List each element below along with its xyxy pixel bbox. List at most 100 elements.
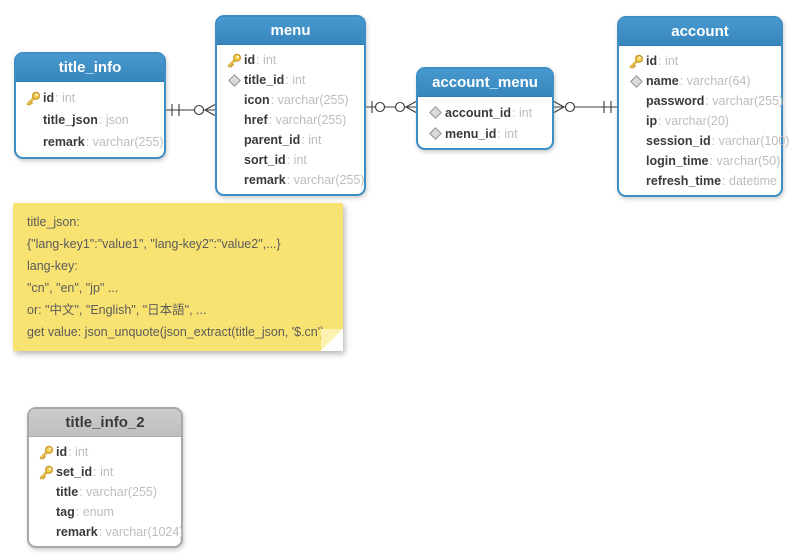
primary-key-icon bbox=[37, 445, 56, 460]
primary-key-icon bbox=[39, 445, 54, 459]
field-row-remark[interactable]: remark: varchar(1024) bbox=[29, 522, 184, 542]
field-name: tag bbox=[56, 505, 75, 519]
sticky-note[interactable]: title_json: {"lang-key1":"value1", "lang-… bbox=[13, 203, 343, 351]
field-row-title_json[interactable]: title_json: json bbox=[16, 109, 164, 131]
field-name: icon bbox=[244, 93, 270, 107]
no-icon-spacer bbox=[627, 94, 646, 109]
primary-key-icon bbox=[39, 465, 54, 479]
field-name: href bbox=[244, 113, 268, 127]
field-name: set_id bbox=[56, 465, 93, 479]
field-type: : varchar(50) bbox=[709, 154, 781, 168]
field-row-account_id[interactable]: account_id: int bbox=[418, 102, 552, 123]
field-type: : int bbox=[301, 133, 322, 147]
entity-title[interactable]: menu bbox=[217, 17, 364, 45]
relationship-account_menu-account[interactable] bbox=[553, 101, 617, 113]
relationship-menu-account_menu[interactable] bbox=[366, 101, 417, 113]
sticky-note-line: title_json: bbox=[27, 215, 80, 229]
field-row-session_id[interactable]: session_id: varchar(100) bbox=[619, 131, 789, 151]
field-row-set_id[interactable]: set_id: int bbox=[29, 462, 181, 482]
field-row-id[interactable]: id: int bbox=[217, 50, 364, 70]
field-name: menu_id bbox=[445, 126, 497, 141]
sticky-note-line: get value: json_unquote(json_extract(tit… bbox=[27, 325, 325, 339]
field-name: remark bbox=[43, 135, 85, 149]
field-name: sort_id bbox=[244, 153, 286, 167]
sticky-note-line: {"lang-key1":"value1", "lang-key2":"valu… bbox=[27, 237, 281, 251]
field-type: : int bbox=[93, 465, 114, 479]
no-icon-spacer bbox=[627, 174, 646, 189]
field-row-ip[interactable]: ip: varchar(20) bbox=[619, 111, 781, 131]
field-name: title bbox=[56, 485, 79, 499]
field-row-href[interactable]: href: varchar(255) bbox=[217, 110, 364, 130]
field-name: id bbox=[56, 445, 68, 459]
field-row-title[interactable]: title: varchar(255) bbox=[29, 482, 181, 502]
entity-title[interactable]: account_menu bbox=[418, 69, 552, 97]
sticky-note-line: lang-key: bbox=[27, 259, 78, 273]
field-row-title_id[interactable]: title_id: int bbox=[217, 70, 364, 90]
foreign-key-icon bbox=[426, 126, 445, 141]
field-row-id[interactable]: id: int bbox=[16, 87, 164, 109]
note-folded-corner bbox=[321, 329, 343, 351]
field-name: password bbox=[646, 94, 705, 108]
field-name: title_id bbox=[244, 73, 285, 87]
field-row-remark[interactable]: remark: varchar(255) bbox=[16, 131, 164, 153]
field-type: : int bbox=[497, 126, 518, 141]
no-icon-spacer bbox=[225, 173, 244, 188]
no-icon-spacer bbox=[627, 114, 646, 129]
field-type: : varchar(1024) bbox=[98, 525, 184, 539]
field-row-tag[interactable]: tag: enum bbox=[29, 502, 181, 522]
foreign-key-icon bbox=[429, 106, 442, 119]
field-row-menu_id[interactable]: menu_id: int bbox=[418, 123, 552, 144]
field-row-sort_id[interactable]: sort_id: int bbox=[217, 150, 364, 170]
field-row-name[interactable]: name: varchar(64) bbox=[619, 71, 781, 91]
field-type: : varchar(100) bbox=[711, 134, 790, 148]
field-type: : enum bbox=[75, 505, 114, 519]
field-row-password[interactable]: password: varchar(255) bbox=[619, 91, 783, 111]
field-name: id bbox=[43, 91, 55, 105]
primary-key-icon bbox=[26, 91, 41, 105]
entity-title[interactable]: title_info_2 bbox=[29, 409, 181, 437]
field-row-remark[interactable]: remark: varchar(255) bbox=[217, 170, 365, 190]
foreign-key-icon bbox=[630, 74, 643, 88]
relationship-title_info-menu[interactable] bbox=[166, 104, 216, 116]
no-icon-spacer bbox=[37, 505, 56, 520]
field-type: : datetime bbox=[722, 174, 777, 188]
no-icon-spacer bbox=[37, 485, 56, 500]
field-type: : int bbox=[68, 445, 89, 459]
no-icon-spacer bbox=[627, 134, 646, 149]
field-type: : int bbox=[658, 54, 679, 68]
field-row-id[interactable]: id: int bbox=[29, 442, 181, 462]
field-row-id[interactable]: id: int bbox=[619, 51, 781, 71]
field-name: account_id bbox=[445, 105, 511, 120]
foreign-key-icon bbox=[627, 74, 646, 89]
field-name: session_id bbox=[646, 134, 711, 148]
field-name: id bbox=[646, 54, 658, 68]
field-type: : varchar(64) bbox=[679, 74, 751, 88]
no-icon-spacer bbox=[24, 113, 43, 128]
field-row-icon[interactable]: icon: varchar(255) bbox=[217, 90, 364, 110]
field-type: : varchar(255) bbox=[286, 173, 365, 187]
field-row-parent_id[interactable]: parent_id: int bbox=[217, 130, 364, 150]
field-type: : int bbox=[512, 105, 533, 120]
field-type: : int bbox=[286, 153, 307, 167]
field-row-login_time[interactable]: login_time: varchar(50) bbox=[619, 151, 781, 171]
entity-title[interactable]: title_info bbox=[16, 54, 164, 82]
entity-title[interactable]: account bbox=[619, 18, 781, 46]
field-name: ip bbox=[646, 114, 658, 128]
field-name: id bbox=[244, 53, 256, 67]
no-icon-spacer bbox=[225, 133, 244, 148]
field-type: : int bbox=[256, 53, 277, 67]
field-name: login_time bbox=[646, 154, 709, 168]
field-type: : int bbox=[285, 73, 306, 87]
no-icon-spacer bbox=[225, 113, 244, 128]
foreign-key-icon bbox=[225, 73, 244, 88]
sticky-note-line: or: "中文", "English", "日本語", ... bbox=[27, 303, 207, 317]
field-row-refresh_time[interactable]: refresh_time: datetime bbox=[619, 171, 781, 191]
